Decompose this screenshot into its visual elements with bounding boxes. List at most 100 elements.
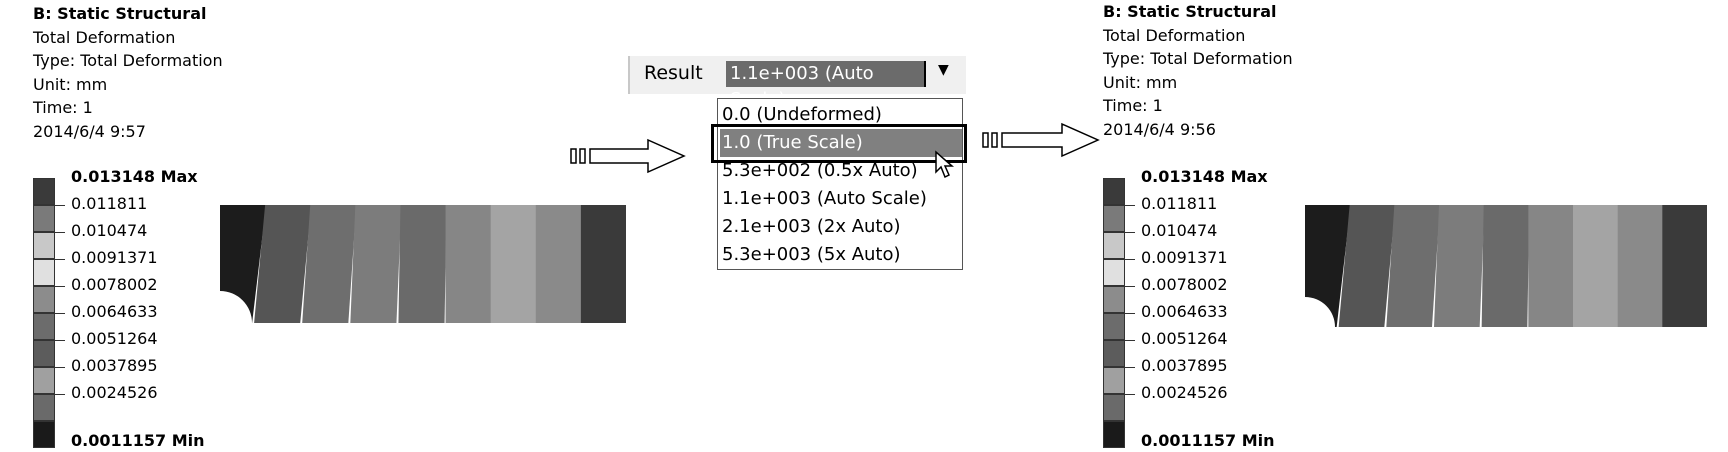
right-info-block: B: Static Structural Total Deformation T… [1103,0,1293,141]
menu-item-auto-scale[interactable]: 1.1e+003 (Auto Scale) [722,188,927,209]
legend-tick [1125,205,1135,206]
legend-color-swatch [33,178,55,205]
legend-tick [1125,232,1135,233]
legend-color-swatch [1103,313,1125,340]
legend-label: 0.011811 [1141,194,1218,213]
right-arrow-icon [982,122,1100,158]
menu-item-2x-auto[interactable]: 2.1e+003 (2x Auto) [722,216,901,237]
right-title: B: Static Structural [1103,2,1277,21]
legend-color-swatch [33,232,55,259]
legend-tick [1125,313,1135,314]
legend-label: 0.0078002 [71,275,158,294]
right-info-line: Unit: mm [1103,72,1178,92]
left-info-block: B: Static Structural Total Deformation T… [33,2,223,143]
left-info-line: Type: Total Deformation [33,51,223,70]
legend-tick [1125,286,1135,287]
right-info-line: Total Deformation [1103,25,1246,45]
legend-tick [55,340,65,341]
contour-band [350,205,402,323]
contour-band [490,205,537,323]
legend-label: 0.0037895 [1141,356,1228,375]
contour-band [1305,205,1351,327]
legend-label: 0.010474 [1141,221,1218,240]
legend-tick [55,394,65,395]
legend-tick [55,232,65,233]
legend-label: 0.0064633 [71,302,158,321]
legend-label: 0.011811 [71,194,148,213]
legend-tick [1125,367,1135,368]
legend-color-swatch [1103,394,1125,421]
right-info-line: Time: 1 [1103,96,1163,115]
result-scale-dropdown[interactable]: Result 1.1e+003 (Auto Scale) ▼ [628,56,966,110]
contour-band [1386,205,1440,327]
contour-band [445,205,492,323]
contour-band [1573,205,1619,327]
legend-color-swatch [1103,205,1125,232]
contour-band [535,205,582,323]
result-value[interactable]: 1.1e+003 (Auto Scale) [726,61,926,110]
legend-color-swatch [1103,259,1125,286]
legend-color-swatch [33,286,55,313]
legend-label: 0.0078002 [1141,275,1228,294]
legend-color-swatch [33,394,55,421]
left-info-line: 2014/6/4 9:57 [33,121,146,141]
left-info-line: Unit: mm [33,74,108,94]
legend-color-swatch [33,367,55,394]
legend-label: 0.0051264 [1141,329,1228,348]
legend-color-swatch [1103,421,1125,448]
right-info-line: Type: Total Deformation [1103,49,1293,68]
contour-band [1617,205,1664,327]
contour-band [254,205,312,323]
legend-label: 0.010474 [71,221,148,240]
legend-label: 0.0024526 [1141,383,1228,402]
chevron-down-icon[interactable]: ▼ [938,62,949,78]
legend-color-swatch [33,340,55,367]
contour-band [1481,205,1530,327]
legend-label: 0.0051264 [71,329,158,348]
legend-label: 0.0024526 [71,383,158,402]
legend-tick [55,367,65,368]
contour-band [1662,205,1707,327]
legend-color-swatch [33,313,55,340]
contour-band [398,205,447,323]
legend-tick [55,259,65,260]
menu-item-undeformed[interactable]: 0.0 (Undeformed) [722,104,882,125]
contour-band [1434,205,1485,327]
legend-tick [1125,259,1135,260]
legend-tick [1125,394,1135,395]
legend-tick [1125,340,1135,341]
contour-band [302,205,357,323]
left-arrow-icon [570,138,686,174]
legend-label: 0.0064633 [1141,302,1228,321]
result-label: Result [644,62,703,84]
legend-label: 0.0037895 [71,356,158,375]
legend-label: 0.0011157 Min [71,431,205,450]
legend-label: 0.0091371 [71,248,158,267]
left-title: B: Static Structural [33,4,207,23]
selection-highlight-box [711,124,967,163]
legend-color-swatch [33,421,55,448]
legend-color-swatch [1103,367,1125,394]
mouse-pointer-icon [935,150,954,179]
legend-color-swatch [1103,178,1125,205]
left-info-line: Total Deformation [33,27,176,47]
left-deformation-plot [220,205,626,323]
legend-color-swatch [33,259,55,286]
menu-item-true-scale[interactable]: 1.0 (True Scale) [720,129,962,157]
legend-label: 0.013148 Max [71,167,198,186]
contour-band [580,205,626,323]
contour-band [1338,205,1396,327]
legend-color-swatch [1103,340,1125,367]
legend-tick [55,313,65,314]
legend-label: 0.0091371 [1141,248,1228,267]
right-info-line: 2014/6/4 9:56 [1103,119,1216,139]
menu-item-5x-auto[interactable]: 5.3e+003 (5x Auto) [722,244,901,265]
legend-tick [55,286,65,287]
contour-band [1528,205,1574,327]
legend-label: 0.0011157 Min [1141,431,1275,450]
legend-tick [55,205,65,206]
legend-label: 0.013148 Max [1141,167,1268,186]
menu-item-half-auto[interactable]: 5.3e+002 (0.5x Auto) [722,160,918,181]
left-info-line: Time: 1 [33,98,93,117]
legend-color-swatch [1103,232,1125,259]
